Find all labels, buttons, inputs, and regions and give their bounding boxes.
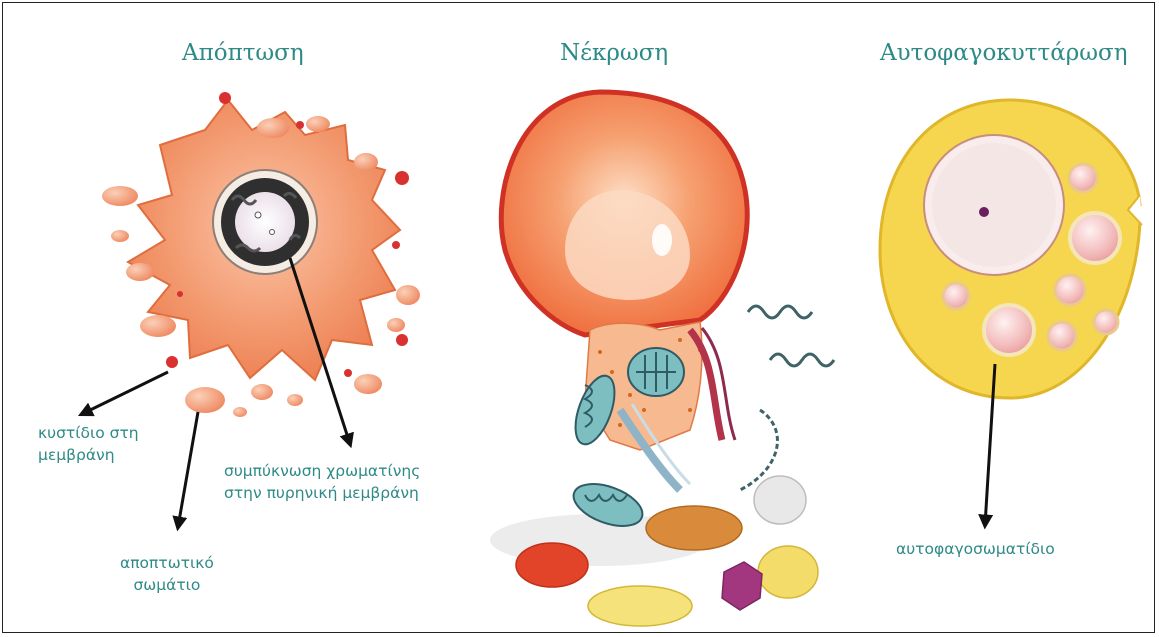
label-autophagosome: αυτοφαγοσωματίδιο	[896, 538, 1055, 560]
label-apoptotic-body: αποπτωτικό σωμάτιο	[120, 552, 214, 596]
autophagy-nucleus	[924, 135, 1064, 275]
dna-fragments	[740, 306, 834, 490]
label-membrane-bleb: κυστίδιο στη μεμβράνη	[38, 422, 139, 466]
label-chromatin-condensation: συμπύκνωση χρωματίνης στην πυρηνική μεμβ…	[224, 460, 420, 504]
apoptotic-nucleus	[213, 170, 317, 274]
